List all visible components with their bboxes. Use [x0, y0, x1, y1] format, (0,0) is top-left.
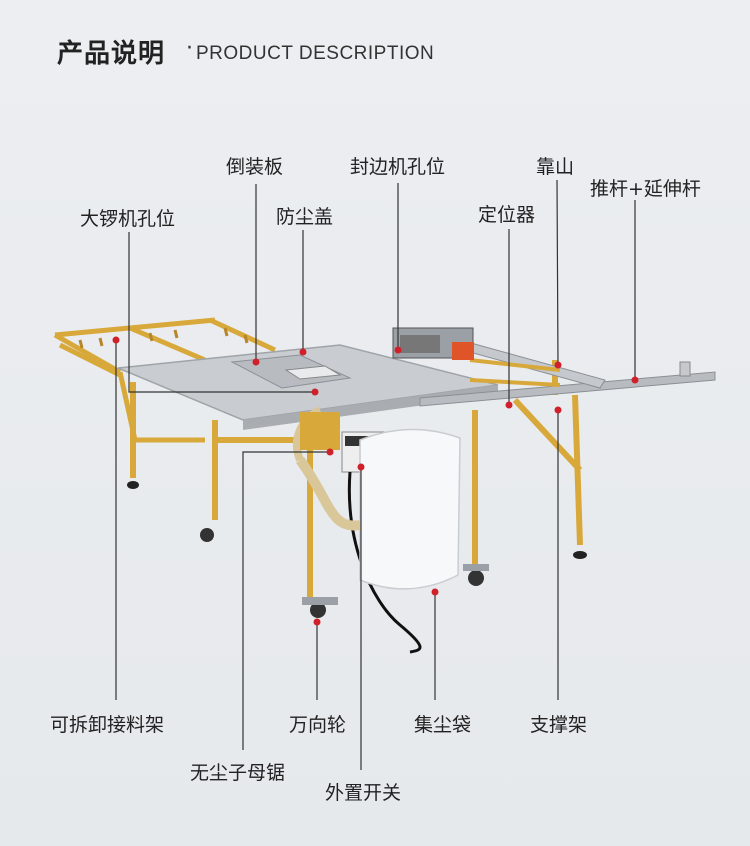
dustless-saw-graphic [300, 412, 340, 450]
detachable-rack-graphic [53, 317, 277, 443]
label-dustless-saw: 无尘子母锯 [190, 762, 286, 784]
label-detachable-rack: 可拆卸接料架 [50, 714, 165, 736]
label-push-rod: 推杆+延伸杆 [590, 178, 701, 200]
label-big-saw-hole: 大锣机孔位 [80, 208, 176, 230]
label-support-frame: 支撑架 [530, 714, 588, 736]
label-caster: 万向轮 [289, 714, 347, 736]
dust-bag-graphic [359, 428, 461, 590]
label-fence: 靠山 [536, 156, 575, 178]
edge-banding-graphic [392, 327, 474, 360]
label-positioner: 定位器 [478, 204, 536, 226]
page-title: 产品说明 [57, 39, 166, 69]
callout-dots [112, 336, 639, 626]
leader-lines [115, 179, 636, 770]
label-external-switch: 外置开关 [325, 782, 402, 804]
label-inverted-plate: 倒装板 [226, 156, 284, 178]
label-edge-banding-hole: 封边机孔位 [350, 156, 446, 178]
caster-graphic [200, 528, 489, 618]
support-frame-graphic [130, 360, 583, 600]
title-separator: · [186, 36, 193, 61]
page-subtitle: PRODUCT DESCRIPTION [196, 43, 435, 64]
label-dust-cover: 防尘盖 [276, 206, 334, 228]
label-dust-bag: 集尘袋 [414, 714, 472, 736]
